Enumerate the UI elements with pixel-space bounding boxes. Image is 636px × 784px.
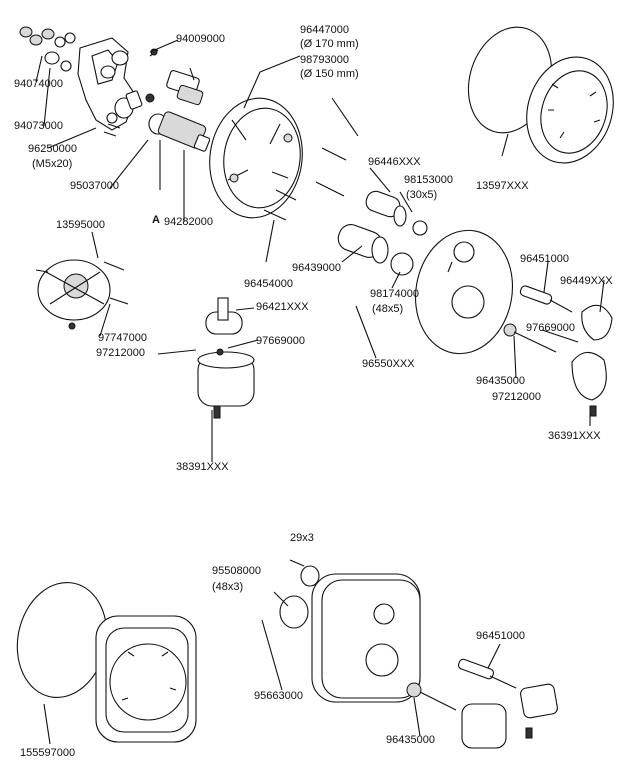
part-label-96447000: 96447000 <box>300 24 349 36</box>
part-label-96449xxx: 96449XXX <box>560 275 613 287</box>
part-label-38391xxx: 38391XXX <box>176 461 229 473</box>
leader-lines <box>35 39 605 745</box>
o-rings-bottom <box>279 565 320 629</box>
part-label-98153000-size: (30x5) <box>406 189 438 201</box>
long-screws <box>263 147 347 221</box>
thermostat-knob <box>197 348 255 419</box>
thermostat-cartridge <box>148 111 211 152</box>
part-label-A: A <box>152 214 160 226</box>
diverter-knob <box>205 297 243 335</box>
ring-13597 <box>467 26 614 164</box>
right-handle-bottom <box>503 323 607 417</box>
part-label-94073000: 94073000 <box>14 120 63 132</box>
cartridge-small <box>166 67 204 106</box>
square-cover-plate <box>311 573 421 703</box>
part-label-97669000-a: 97669000 <box>256 335 305 347</box>
square-trim <box>95 615 197 743</box>
part-label-96446xxx: 96446XXX <box>368 156 421 168</box>
part-label-96250000-size: (M5x20) <box>32 158 73 170</box>
part-label-98793000-dia: (Ø 150 mm) <box>300 68 359 80</box>
cover-plate <box>414 229 514 355</box>
right-handle-top <box>519 285 613 341</box>
part-label-98793000: 98793000 <box>300 54 349 66</box>
part-label-96451000-a: 96451000 <box>520 253 569 265</box>
part-label-96454000: 96454000 <box>244 278 293 290</box>
mounting-screws <box>103 48 159 137</box>
part-label-97669000-b: 97669000 <box>526 322 575 334</box>
part-label-96550xxx: 96550XXX <box>362 358 415 370</box>
part-label-98174000-size: (48x5) <box>372 303 404 315</box>
part-label-95508000-size: (48x3) <box>212 581 244 593</box>
part-label-97747000: 97747000 <box>98 332 147 344</box>
part-label-155597000: 155597000 <box>20 747 76 759</box>
valve-body <box>77 37 143 131</box>
part-label-29x3: 29x3 <box>290 532 314 544</box>
part-label-96421xxx: 96421XXX <box>256 301 309 313</box>
mounting-plate <box>209 97 303 219</box>
part-label-98174000: 98174000 <box>370 288 419 300</box>
stop-valve-caps <box>19 26 76 72</box>
part-label-96435000-b: 96435000 <box>386 734 435 746</box>
part-label-13595000: 13595000 <box>56 219 105 231</box>
square-handles <box>406 658 558 749</box>
part-label-97212000-b: 97212000 <box>492 391 541 403</box>
part-label-94009000: 94009000 <box>176 33 225 45</box>
extension-sleeves <box>337 190 428 276</box>
part-label-13597xxx: 13597XXX <box>476 180 529 192</box>
part-label-36391xxx: 36391XXX <box>548 430 601 442</box>
part-label-95037000: 95037000 <box>70 180 119 192</box>
part-label-96447000-dia: (Ø 170 mm) <box>300 38 359 50</box>
part-label-94074000: 94074000 <box>14 78 63 90</box>
part-label-96435000-a: 96435000 <box>476 375 525 387</box>
part-label-96451000-b: 96451000 <box>476 630 525 642</box>
part-label-96250000: 96250000 <box>28 143 77 155</box>
part-label-95663000: 95663000 <box>254 690 303 702</box>
part-label-97212000-a: 97212000 <box>96 347 145 359</box>
spindle-assembly-13595 <box>35 259 129 330</box>
part-label-98153000: 98153000 <box>404 174 453 186</box>
part-label-95508000: 95508000 <box>212 565 261 577</box>
part-label-96439000: 96439000 <box>292 262 341 274</box>
part-label-94282000: 94282000 <box>164 216 213 228</box>
